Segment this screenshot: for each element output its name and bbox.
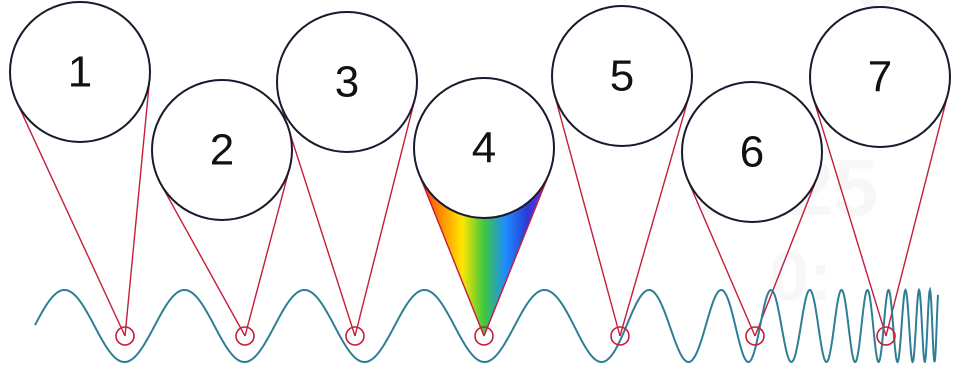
bubble-3 [276,11,418,153]
cone-line-7 [812,97,887,337]
marker-circle-6 [745,326,765,346]
wave-line [34,286,939,364]
cone-line-2 [160,183,246,337]
bubble-4 [413,77,555,219]
cone-line-4 [418,173,485,337]
bubble-label-2: 2 [210,126,234,175]
marker-circle-4 [474,326,494,346]
cone-line-5 [619,95,690,337]
bubble-label-3: 3 [335,58,359,107]
bubble-label-5: 5 [610,52,634,101]
bubble-7 [809,6,951,148]
bubbles-group: 1 2 3 4 5 6 7 [9,1,951,223]
cone-line-1 [124,78,151,337]
cone-line-4 [483,173,550,337]
watermark-text: 0: [770,237,832,315]
cone-line-5 [553,94,621,337]
bubble-1 [9,1,151,143]
bubble-label-7: 7 [868,53,892,102]
marker-circle-7 [876,326,896,346]
markers-group [115,326,896,346]
bubble-2 [151,79,293,221]
cone-line-2 [244,167,291,337]
bubble-label-6: 6 [740,128,764,177]
visible-spectrum-cone [419,174,549,336]
bubble-5 [551,5,693,147]
marker-circle-2 [235,326,255,346]
bubble-label-4: 4 [472,124,496,173]
cone-line-1 [15,101,126,337]
marker-circle-3 [345,326,365,346]
cone-line-6 [754,177,818,337]
marker-circle-5 [610,326,630,346]
cone-line-3 [279,103,356,337]
cone-line-6 [687,179,756,337]
bubble-6 [681,81,823,223]
cone-lines-group [15,78,949,337]
cone-line-3 [354,98,416,337]
bubble-label-1: 1 [68,48,92,97]
marker-circle-1 [115,326,135,346]
cone-line-7 [885,94,949,337]
